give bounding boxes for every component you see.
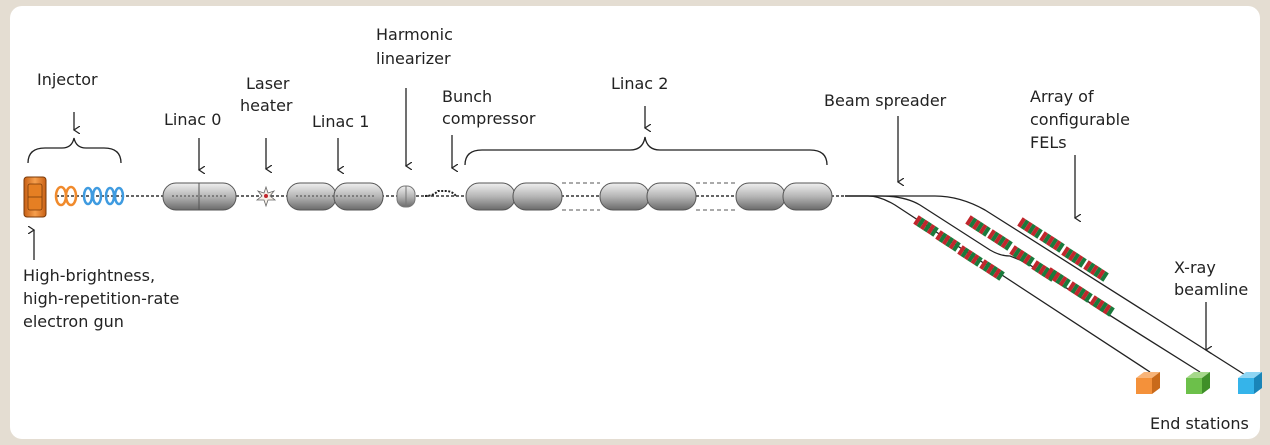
label-laser-heater-2: heater <box>240 96 293 115</box>
label-beam-spreader: Beam spreader <box>824 91 947 110</box>
end-station-blue <box>1238 372 1262 394</box>
label-harmonic-linearizer-2: linearizer <box>376 49 451 68</box>
linac1-cryomodules <box>286 182 384 211</box>
undulator-segment <box>1083 260 1109 282</box>
bunch-compressor <box>424 190 457 197</box>
linac2-brace <box>464 136 828 166</box>
undulator-segment <box>987 229 1013 251</box>
injector-brace <box>27 137 122 164</box>
undulator-segment <box>965 215 991 237</box>
label-fel-array-3: FELs <box>1030 133 1067 152</box>
undulator-segment <box>1017 217 1043 239</box>
label-linac2: Linac 2 <box>611 74 669 93</box>
linac0-cryomodule <box>162 182 237 211</box>
undulator-segment <box>935 230 961 252</box>
undulator-segment <box>1009 245 1035 267</box>
label-electron-gun-2: high-repetition-rate <box>23 289 180 308</box>
undulator-segment <box>1089 295 1115 317</box>
label-bunch-compressor-2: compressor <box>442 109 536 128</box>
injector-magnets <box>54 185 125 207</box>
label-linac0: Linac 0 <box>164 110 222 129</box>
undulator-segment <box>957 245 983 267</box>
label-electron-gun-3: electron gun <box>23 312 124 331</box>
laser-heater <box>255 185 277 208</box>
end-station-orange <box>1136 372 1160 394</box>
label-injector: Injector <box>37 70 98 89</box>
undulator-segment <box>1061 246 1087 268</box>
undulator-segment <box>1039 231 1065 253</box>
electron-gun <box>23 176 47 218</box>
undulator-segment <box>1045 267 1071 289</box>
label-fel-array-2: configurable <box>1030 110 1130 129</box>
label-linac1: Linac 1 <box>312 112 370 131</box>
undulator-segment <box>979 259 1005 281</box>
label-laser-heater-1: Laser <box>246 74 290 93</box>
label-xray-beamline-2: beamline <box>1174 280 1249 299</box>
undulator-segment <box>1067 281 1093 303</box>
pointer-arrows <box>34 88 1206 350</box>
diagram-panel <box>10 6 1260 439</box>
fel-undulators <box>913 215 1115 317</box>
label-end-stations: End stations <box>1150 414 1249 433</box>
harmonic-linearizer <box>396 185 416 208</box>
label-electron-gun-1: High-brightness, <box>23 266 156 285</box>
label-fel-array-1: Array of <box>1030 87 1094 106</box>
spreader-beamlines <box>845 195 1251 379</box>
end-station-green <box>1186 372 1210 394</box>
linac2-cryomodules <box>465 182 833 211</box>
label-harmonic-linearizer-1: Harmonic <box>376 25 453 44</box>
label-bunch-compressor-1: Bunch <box>442 87 493 106</box>
label-xray-beamline-1: X-ray <box>1174 258 1216 277</box>
undulator-segment <box>913 215 939 237</box>
